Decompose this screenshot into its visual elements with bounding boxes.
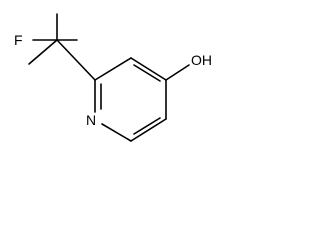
bond-c-methyl-lower [28,39,58,65]
structure-canvas: F N OH [0,0,230,160]
bond-c5-c6-double [133,117,161,135]
bond-c6-n [101,123,132,142]
atom-label-fluorine: F [14,32,23,48]
bond-c2-c3 [94,57,132,81]
bond-c5-c6 [130,118,167,142]
bonds [28,13,190,142]
atom-label-hydroxyl: OH [191,52,212,68]
molecule-diagram: F N OH [14,13,212,142]
bond-c3-c4-double [133,64,161,82]
bond-c4-o [165,64,190,81]
bond-c3-c4 [130,57,167,81]
bond-c-ring [56,39,96,81]
atom-label-nitrogen: N [86,112,96,128]
